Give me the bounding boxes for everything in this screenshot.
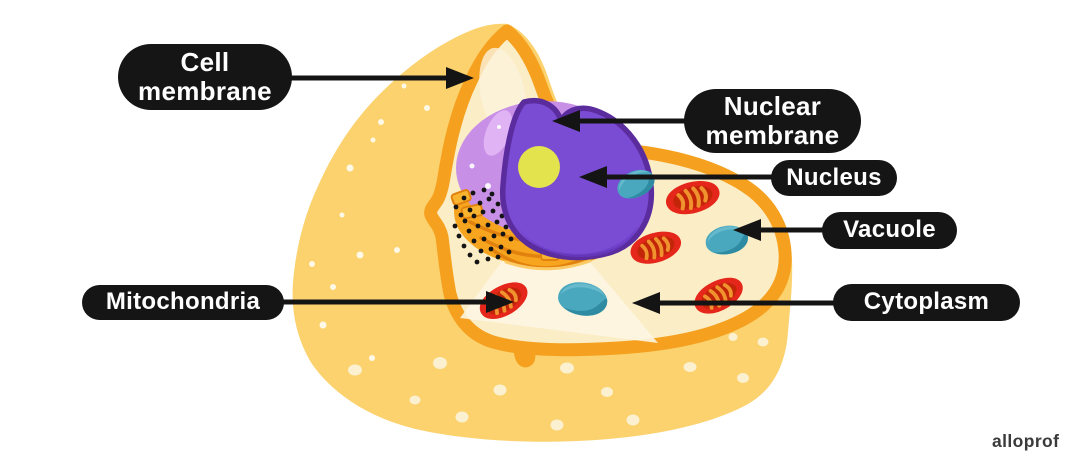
cell-membrane-label: Cell membrane bbox=[118, 44, 292, 110]
cell-membrane-arrow bbox=[290, 67, 474, 89]
membrane-speckles-bottom bbox=[348, 333, 769, 431]
nuclear-membrane-label-line1: Nuclear bbox=[723, 90, 822, 121]
cytoplasm-arrow bbox=[632, 292, 835, 314]
ribosome-dots bbox=[452, 187, 514, 265]
cell-membrane-label-line1: Cell bbox=[180, 46, 230, 77]
nucleus-sphere-gloss bbox=[483, 110, 513, 156]
cytoplasm-label-text: Cytoplasm bbox=[863, 288, 990, 316]
vacuole-arrow bbox=[733, 219, 824, 241]
mitochondria-label-text: Mitochondria bbox=[105, 288, 261, 316]
vacuole-label: Vacuole bbox=[822, 212, 957, 249]
nucleus-label-text: Nucleus bbox=[786, 163, 882, 191]
nuclear-membrane-label: Nuclear membrane bbox=[684, 89, 861, 153]
mitochondria-label: Mitochondria bbox=[82, 285, 284, 320]
nuclear-membrane-arrow bbox=[552, 110, 686, 132]
cytoplasm-label: Cytoplasm bbox=[833, 284, 1020, 321]
nuclear-membrane-shape bbox=[499, 98, 655, 261]
alloprof-wordmark: alloprof bbox=[992, 431, 1060, 451]
vacuole-label-text: Vacuole bbox=[843, 216, 936, 244]
nuclear-membrane-label-line2: membrane bbox=[705, 120, 840, 150]
label-arrows bbox=[282, 67, 835, 314]
nucleus-label: Nucleus bbox=[771, 160, 897, 196]
membrane-drip bbox=[514, 350, 536, 368]
mitochondria-arrow bbox=[282, 291, 514, 313]
membrane-speckles-left bbox=[309, 83, 430, 361]
cell-membrane-label-line2: membrane bbox=[138, 76, 272, 106]
nucleus-arrow bbox=[579, 166, 775, 188]
nucleolus-shape bbox=[518, 146, 560, 188]
